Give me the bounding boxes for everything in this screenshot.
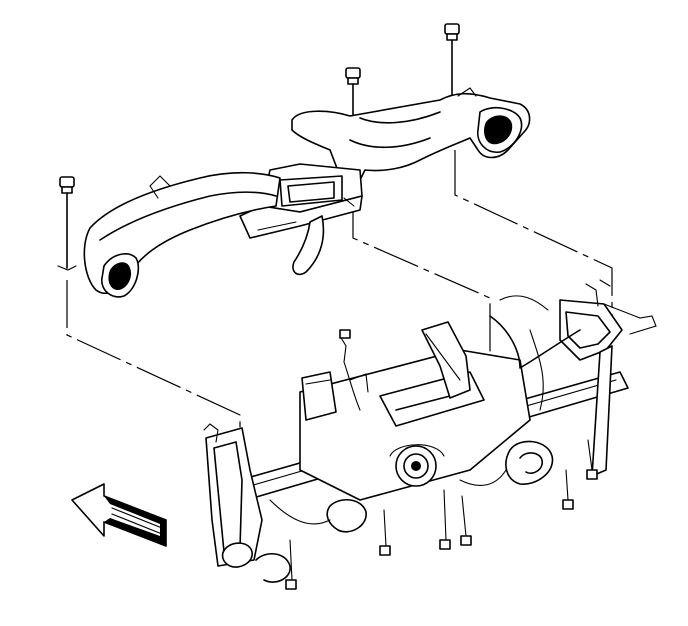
bolt-left	[60, 177, 74, 268]
front-direction-arrow-icon	[72, 484, 166, 546]
bolt-right	[445, 24, 459, 96]
air-duct-assembly	[58, 88, 530, 297]
connector-drops	[286, 440, 597, 589]
panel-carrier-assembly	[204, 280, 656, 589]
